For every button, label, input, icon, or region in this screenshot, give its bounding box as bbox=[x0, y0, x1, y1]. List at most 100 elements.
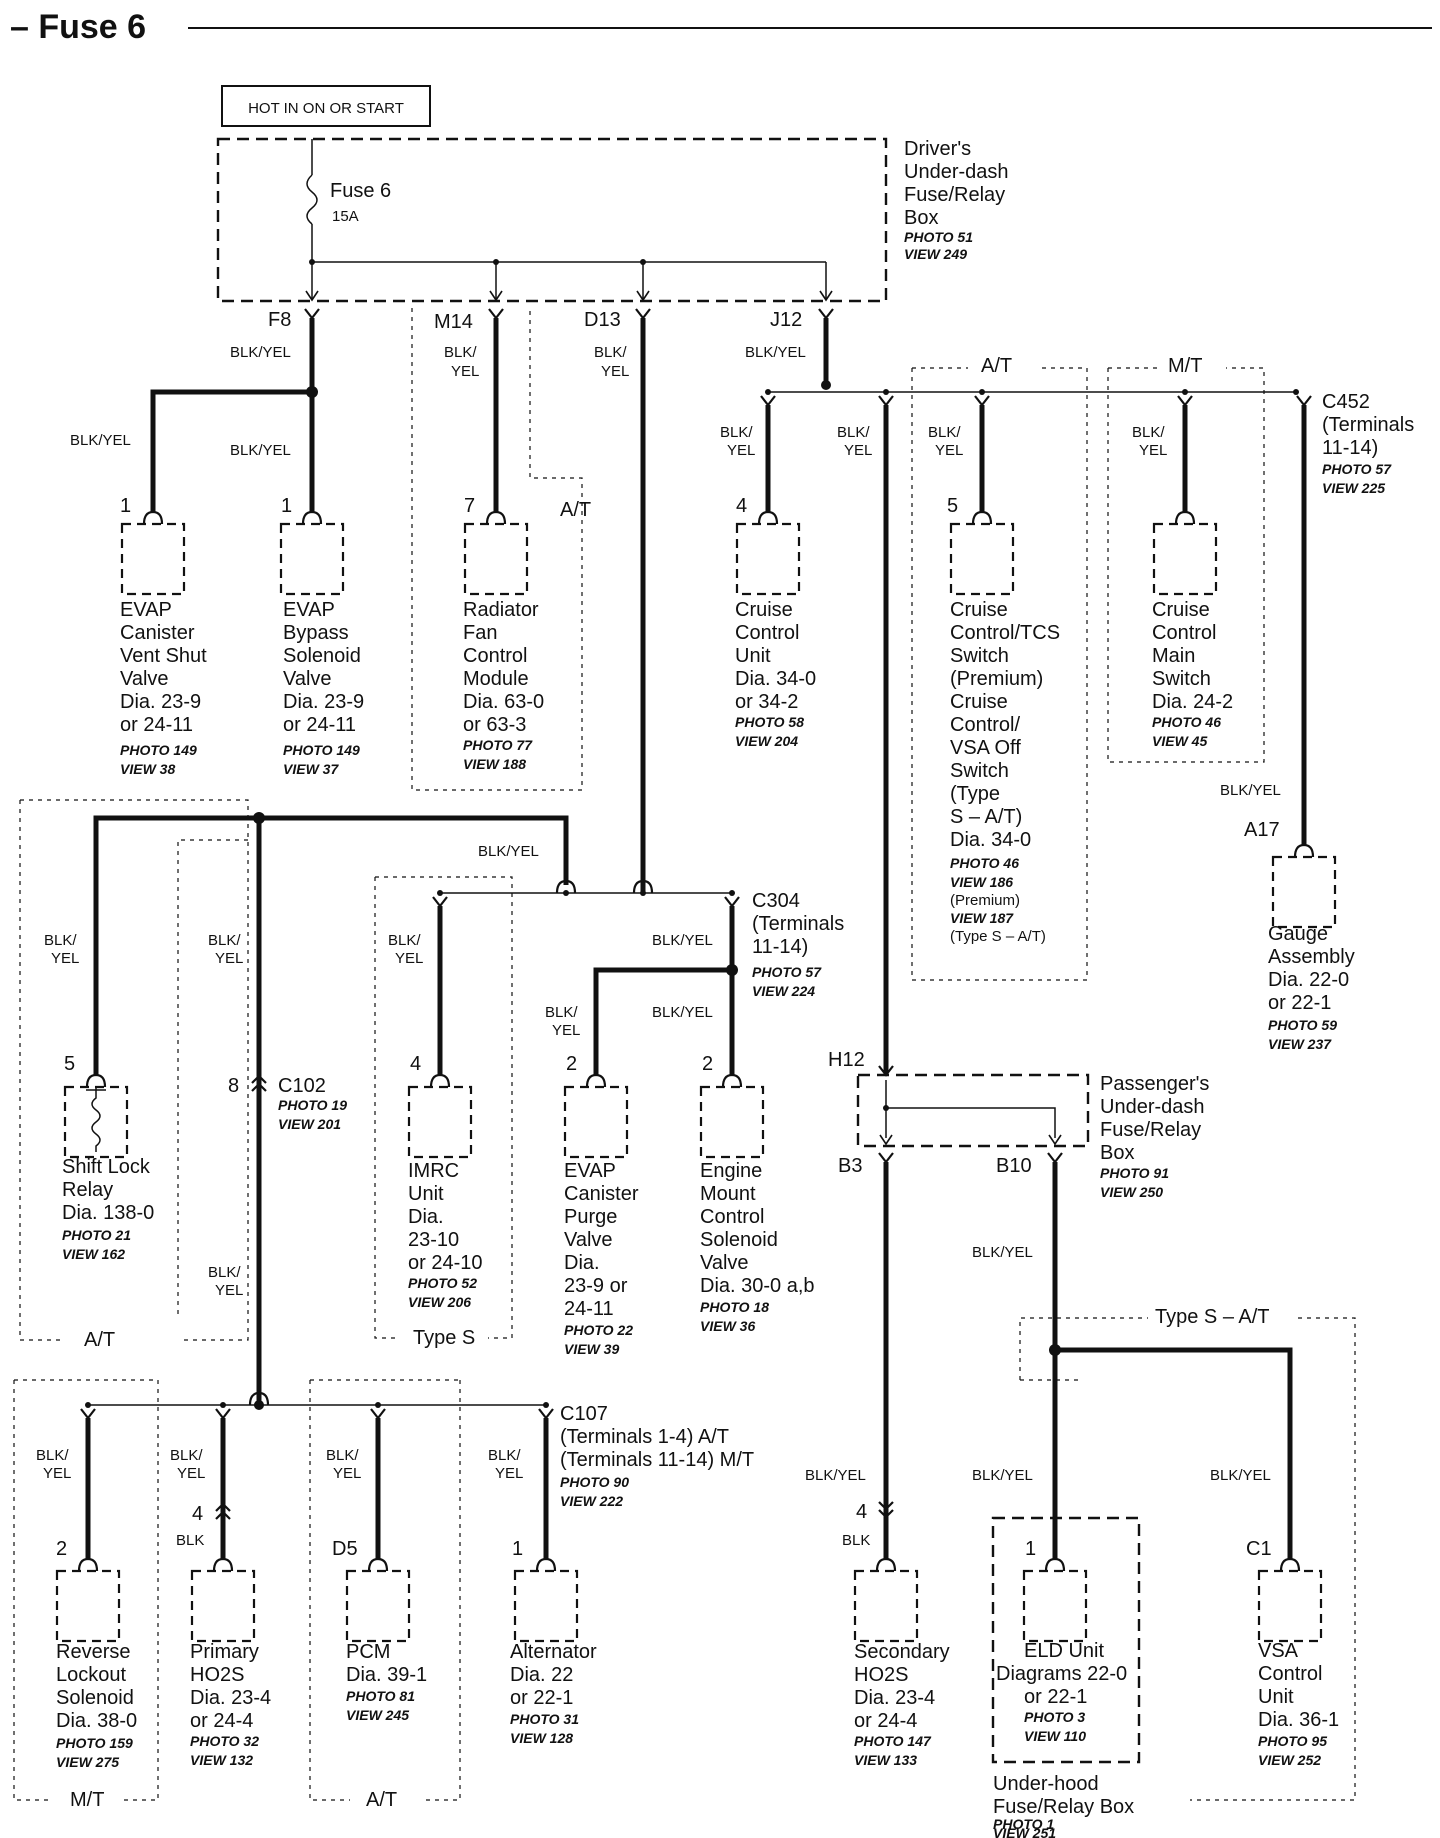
svg-text:1: 1 bbox=[512, 1538, 523, 1560]
svg-text:VIEW 186: VIEW 186 bbox=[950, 874, 1013, 890]
vsa-control-unit: VSA Control Unit Dia. 36-1 PHOTO 95 VIEW… bbox=[1257, 1569, 1339, 1768]
svg-text:M/T: M/T bbox=[70, 1789, 104, 1811]
svg-text:C452: C452 bbox=[1322, 391, 1370, 413]
svg-text:PHOTO 57: PHOTO 57 bbox=[1322, 461, 1392, 477]
svg-text:Dia. 34-0: Dia. 34-0 bbox=[735, 668, 816, 690]
svg-text:Main: Main bbox=[1152, 645, 1195, 667]
svg-text:VIEW 245: VIEW 245 bbox=[346, 1707, 409, 1723]
svg-text:Radiator: Radiator bbox=[463, 599, 539, 621]
svg-text:VIEW 204: VIEW 204 bbox=[735, 733, 798, 749]
svg-text:YEL: YEL bbox=[601, 363, 629, 380]
svg-text:Control: Control bbox=[1152, 622, 1216, 644]
svg-text:Under-dash: Under-dash bbox=[904, 161, 1009, 183]
svg-text:(Premium): (Premium) bbox=[950, 668, 1043, 690]
svg-text:YEL: YEL bbox=[333, 1465, 361, 1482]
svg-text:YEL: YEL bbox=[1139, 442, 1167, 459]
group-c102-at bbox=[177, 839, 248, 1318]
terminal-f8: F8 bbox=[268, 309, 291, 331]
svg-text:Box: Box bbox=[1100, 1142, 1134, 1164]
svg-text:EVAP: EVAP bbox=[120, 599, 172, 621]
svg-text:Dia.: Dia. bbox=[408, 1206, 444, 1228]
svg-text:or 34-2: or 34-2 bbox=[735, 691, 798, 713]
svg-text:YEL: YEL bbox=[935, 442, 963, 459]
svg-text:PCM: PCM bbox=[346, 1641, 390, 1663]
terminal-b3: B3 bbox=[838, 1155, 862, 1177]
svg-text:1: 1 bbox=[281, 495, 292, 517]
underhood-fuse-box bbox=[991, 1516, 1141, 1764]
fuse-rating: 15A bbox=[332, 208, 359, 225]
svg-text:or 24-11: or 24-11 bbox=[283, 714, 356, 736]
svg-text:Alternator: Alternator bbox=[510, 1641, 597, 1663]
svg-text:VIEW 237: VIEW 237 bbox=[1268, 1036, 1332, 1052]
svg-text:VIEW 275: VIEW 275 bbox=[56, 1754, 119, 1770]
svg-text:Cruise: Cruise bbox=[1152, 599, 1210, 621]
svg-text:BLK/YEL: BLK/YEL bbox=[972, 1244, 1033, 1261]
svg-text:4: 4 bbox=[856, 1501, 867, 1523]
group-label-at-1: A/T bbox=[560, 499, 591, 521]
terminal-a17: A17 bbox=[1244, 819, 1280, 841]
svg-text:BLK/YEL: BLK/YEL bbox=[805, 1467, 866, 1484]
svg-text:(Terminals: (Terminals bbox=[752, 913, 844, 935]
connector-c107: C107 (Terminals 1-4) A/T (Terminals 11-1… bbox=[560, 1403, 754, 1509]
svg-text:Secondary: Secondary bbox=[854, 1641, 950, 1663]
svg-text:PHOTO 1: PHOTO 1 bbox=[993, 1816, 1054, 1832]
svg-text:2: 2 bbox=[702, 1053, 713, 1075]
fuse-name: Fuse 6 bbox=[330, 180, 391, 202]
connector-c304: C304 (Terminals 11-14) PHOTO 57 VIEW 224 bbox=[752, 890, 844, 999]
svg-text:BLK/: BLK/ bbox=[720, 424, 753, 441]
svg-text:Lockout: Lockout bbox=[56, 1664, 126, 1686]
cruise-control-tcs-switch: Cruise Control/TCS Switch (Premium) Crui… bbox=[949, 522, 1060, 945]
svg-text:M/T: M/T bbox=[1168, 355, 1202, 377]
svg-text:PHOTO 52: PHOTO 52 bbox=[408, 1275, 477, 1291]
svg-text:Dia. 22: Dia. 22 bbox=[510, 1664, 573, 1686]
svg-text:BLK/YEL: BLK/YEL bbox=[230, 442, 291, 459]
svg-text:or 24-4: or 24-4 bbox=[190, 1710, 253, 1732]
svg-text:VIEW 36: VIEW 36 bbox=[700, 1318, 755, 1334]
wire-shift-lock bbox=[93, 815, 259, 1075]
svg-text:VIEW 252: VIEW 252 bbox=[1258, 1752, 1321, 1768]
group-shift-lock-at bbox=[19, 799, 249, 1341]
terminal-m14: M14 bbox=[434, 311, 473, 333]
svg-text:VIEW 188: VIEW 188 bbox=[463, 756, 526, 772]
svg-text:VSA Off: VSA Off bbox=[950, 737, 1021, 759]
svg-text:BLK/: BLK/ bbox=[488, 1447, 521, 1464]
svg-text:VIEW 250: VIEW 250 bbox=[1100, 1184, 1163, 1200]
svg-text:YEL: YEL bbox=[51, 950, 79, 967]
svg-text:PHOTO 22: PHOTO 22 bbox=[564, 1322, 633, 1338]
svg-text:Dia. 22-0: Dia. 22-0 bbox=[1268, 969, 1349, 991]
svg-text:Gauge: Gauge bbox=[1268, 923, 1328, 945]
svg-text:Diagrams 22-0: Diagrams 22-0 bbox=[996, 1663, 1127, 1685]
svg-text:PHOTO 19: PHOTO 19 bbox=[278, 1097, 347, 1113]
svg-text:Under-hood: Under-hood bbox=[993, 1773, 1099, 1795]
svg-text:YEL: YEL bbox=[215, 1282, 243, 1299]
svg-text:Dia. 30-0 a,b: Dia. 30-0 a,b bbox=[700, 1275, 815, 1297]
svg-text:or 22-1: or 22-1 bbox=[1024, 1686, 1087, 1708]
alternator: Alternator Dia. 22 or 22-1 PHOTO 31 VIEW… bbox=[510, 1569, 597, 1746]
svg-text:Bypass: Bypass bbox=[283, 622, 349, 644]
svg-text:VIEW 251: VIEW 251 bbox=[993, 1825, 1056, 1838]
svg-text:BLK/: BLK/ bbox=[545, 1004, 578, 1021]
wire-f8: BLK/YEL BLK/YEL BLK/YEL bbox=[70, 318, 318, 512]
svg-text:VIEW 39: VIEW 39 bbox=[564, 1341, 619, 1357]
svg-text:PHOTO 77: PHOTO 77 bbox=[463, 737, 533, 753]
svg-text:2: 2 bbox=[56, 1538, 67, 1560]
terminal-d5: D5 bbox=[332, 1538, 358, 1560]
svg-text:7: 7 bbox=[464, 495, 475, 517]
svg-text:ELD Unit: ELD Unit bbox=[1024, 1640, 1104, 1662]
evap-bypass-valve: EVAP Bypass Solenoid Valve Dia. 23-9 or … bbox=[279, 522, 364, 777]
svg-text:BLK: BLK bbox=[842, 1532, 870, 1549]
svg-text:S – A/T): S – A/T) bbox=[950, 806, 1022, 828]
svg-text:Module: Module bbox=[463, 668, 529, 690]
svg-text:(Terminals 1-4) A/T: (Terminals 1-4) A/T bbox=[560, 1426, 729, 1448]
svg-text:VIEW 45: VIEW 45 bbox=[1152, 733, 1207, 749]
svg-text:Cruise: Cruise bbox=[950, 599, 1008, 621]
svg-text:(Terminals 11-14) M/T: (Terminals 11-14) M/T bbox=[560, 1449, 754, 1471]
svg-text:PHOTO 58: PHOTO 58 bbox=[735, 714, 804, 730]
svg-text:Control: Control bbox=[463, 645, 527, 667]
svg-text:(Terminals: (Terminals bbox=[1322, 414, 1414, 436]
svg-text:or 24-4: or 24-4 bbox=[854, 1710, 917, 1732]
svg-text:Dia. 138-0: Dia. 138-0 bbox=[62, 1202, 154, 1224]
svg-text:BLK/YEL: BLK/YEL bbox=[972, 1467, 1033, 1484]
svg-text:VIEW 201: VIEW 201 bbox=[278, 1116, 341, 1132]
cruise-control-unit: Cruise Control Unit Dia. 34-0 or 34-2 PH… bbox=[735, 522, 816, 749]
